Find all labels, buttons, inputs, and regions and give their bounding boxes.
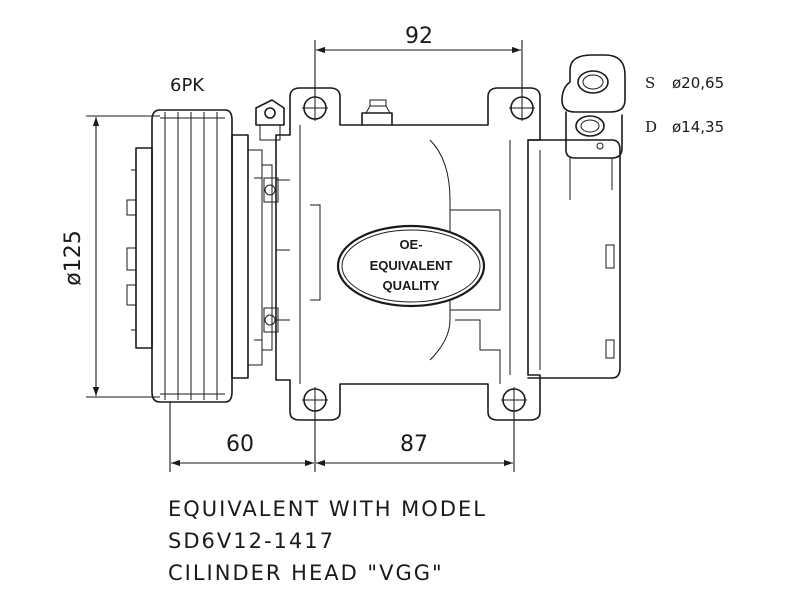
suction-letter: S — [645, 74, 655, 92]
dimension-bottom: 60 87 — [169, 402, 515, 472]
model-notes: EQUIVALENT WITH MODEL SD6V12-1417 CILIND… — [168, 493, 487, 589]
pulley — [126, 109, 273, 403]
mount-hole-tr — [509, 95, 535, 121]
dimension-top-width: 92 — [314, 24, 523, 97]
rear-housing — [527, 139, 621, 379]
oe-badge: OE- EQUIVALENT QUALITY — [336, 224, 486, 308]
note-line-1: EQUIVALENT WITH MODEL — [168, 497, 487, 521]
belt-type-label: 6PK — [170, 75, 205, 96]
note-line-2: SD6V12-1417 — [168, 529, 335, 553]
suction-diameter: ø20,65 — [672, 74, 724, 92]
mount-hole-bl — [302, 387, 328, 413]
discharge-diameter: ø14,35 — [672, 118, 724, 136]
dimension-bottom-width-label: 87 — [400, 432, 428, 457]
badge-line-1: OE- — [399, 237, 422, 252]
port-sizes: S ø20,65 D ø14,35 — [645, 74, 724, 136]
discharge-letter: D — [645, 118, 657, 136]
mount-hole-br — [501, 387, 527, 413]
dimension-front-offset-label: 60 — [226, 432, 254, 457]
note-line-3: CILINDER HEAD "VGG" — [168, 561, 444, 585]
dimension-pulley-diameter-label: ø125 — [61, 230, 86, 285]
clutch-connector — [255, 99, 285, 141]
port-block — [561, 54, 626, 200]
mount-hole-tl — [302, 95, 328, 121]
dimension-pulley-diameter: ø125 — [61, 115, 160, 398]
badge-line-3: QUALITY — [382, 278, 439, 293]
dimension-top-width-label: 92 — [405, 24, 433, 49]
badge-line-2: EQUIVALENT — [370, 258, 453, 273]
